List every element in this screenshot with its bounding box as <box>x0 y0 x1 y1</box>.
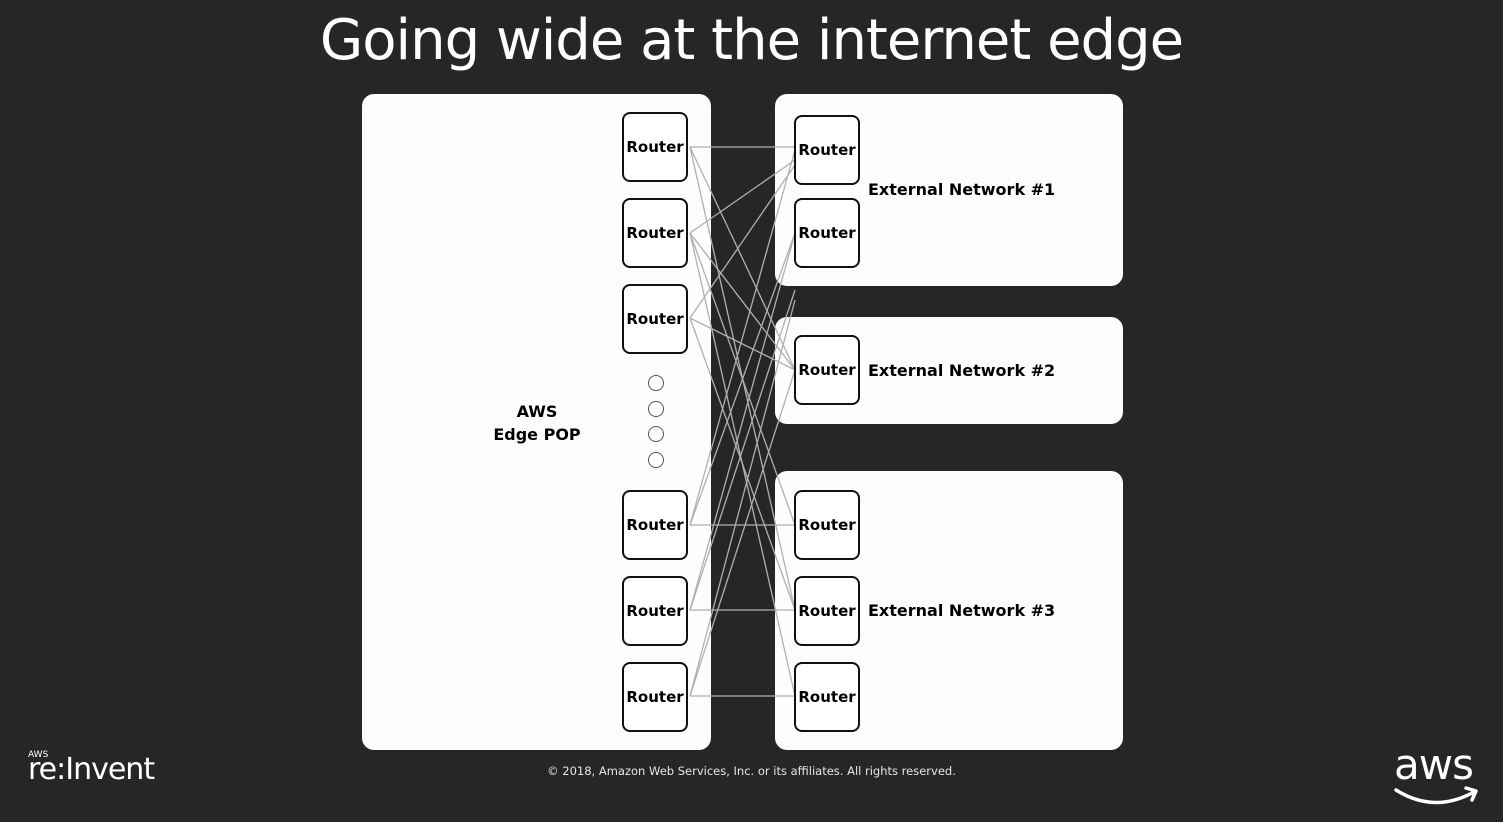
ext3-router-1: Router <box>794 490 860 560</box>
pop-label-line2: Edge POP <box>493 425 581 444</box>
amazon-smile-arrow-icon <box>1394 786 1478 805</box>
pop-label-line1: AWS <box>516 402 558 421</box>
ellipsis-dot-1 <box>648 375 664 391</box>
ext2-router-1: Router <box>794 335 860 405</box>
external-network-1-label: External Network #1 <box>868 180 1056 199</box>
reinvent-wordmark: re:Invent <box>28 752 155 787</box>
aws-router-6: Router <box>622 662 688 732</box>
reinvent-aws-small: AWS <box>28 750 49 760</box>
ext3-router-2: Router <box>794 576 860 646</box>
ext1-router-1: Router <box>794 115 860 185</box>
aws-router-4: Router <box>622 490 688 560</box>
ext1-router-2: Router <box>794 198 860 268</box>
copyright-notice: © 2018, Amazon Web Services, Inc. or its… <box>547 764 956 778</box>
ellipsis-dot-2 <box>648 401 664 417</box>
external-network-2-label: External Network #2 <box>868 361 1056 380</box>
aws-logo-text: aws <box>1394 740 1474 789</box>
aws-router-3: Router <box>622 284 688 354</box>
aws-router-1: Router <box>622 112 688 182</box>
aws-router-5: Router <box>622 576 688 646</box>
external-network-3-label: External Network #3 <box>868 601 1056 620</box>
aws-logo: aws <box>1390 740 1482 808</box>
ext3-router-3: Router <box>794 662 860 732</box>
aws-router-2: Router <box>622 198 688 268</box>
ellipsis-dot-3 <box>648 426 664 442</box>
aws-edge-pop-label: AWS Edge POP <box>470 400 604 446</box>
ellipsis-dot-4 <box>648 452 664 468</box>
slide-title: Going wide at the internet edge <box>319 8 1184 73</box>
